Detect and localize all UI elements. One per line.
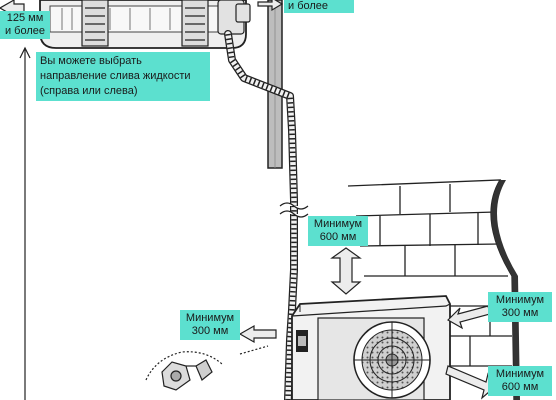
- hose-break-mark: [279, 202, 309, 218]
- height-dimension-line: [19, 46, 31, 400]
- outdoor-wall-edge: [491, 180, 520, 400]
- label-text: 300 мм: [501, 307, 539, 319]
- indoor-unit: [39, 0, 251, 49]
- label-text: Минимум: [495, 368, 545, 380]
- outdoor-unit: [291, 295, 451, 400]
- mounting-bracket-left: [81, 0, 109, 47]
- label-text: Вы можете выбрать: [40, 55, 142, 67]
- label-text: 600 мм: [501, 381, 539, 393]
- arrow-right-clearance: [447, 305, 491, 330]
- top-outdoor-clearance-arrow: [330, 247, 362, 295]
- valve-detail: [145, 345, 269, 391]
- label-text: и более: [4, 25, 46, 37]
- label-text: направление слива жидкости: [40, 70, 191, 82]
- arrow-front-clearance: [445, 365, 497, 400]
- label-text: Минимум: [495, 294, 545, 306]
- drain-hose: [224, 30, 298, 400]
- label-min-right: Минимум 300 мм: [488, 292, 552, 322]
- mounting-bracket-right: [181, 0, 209, 47]
- label-text: (справа или слева): [40, 85, 138, 97]
- label-min-left: Минимум 300 мм: [180, 310, 240, 340]
- label-text: 600 мм: [319, 231, 357, 243]
- label-min-top: Минимум 600 мм: [308, 216, 368, 246]
- label-text: Минимум: [185, 312, 235, 324]
- label-text: и более: [288, 0, 329, 12]
- label-drain-note: Вы можете выбрать направление слива жидк…: [36, 52, 210, 101]
- label-min-front: Минимум 600 мм: [488, 366, 552, 396]
- pipe-outlet: [217, 0, 251, 35]
- label-top-left-clearance: 125 мм и более: [0, 11, 50, 39]
- label-text: 300 мм: [191, 325, 229, 337]
- label-text: Минимум: [313, 218, 363, 230]
- label-top-right-clearance: и более: [284, 0, 354, 13]
- arrow-left-clearance: [238, 324, 277, 344]
- label-text: 125 мм: [6, 12, 44, 24]
- indoor-unit-fins: [61, 8, 171, 30]
